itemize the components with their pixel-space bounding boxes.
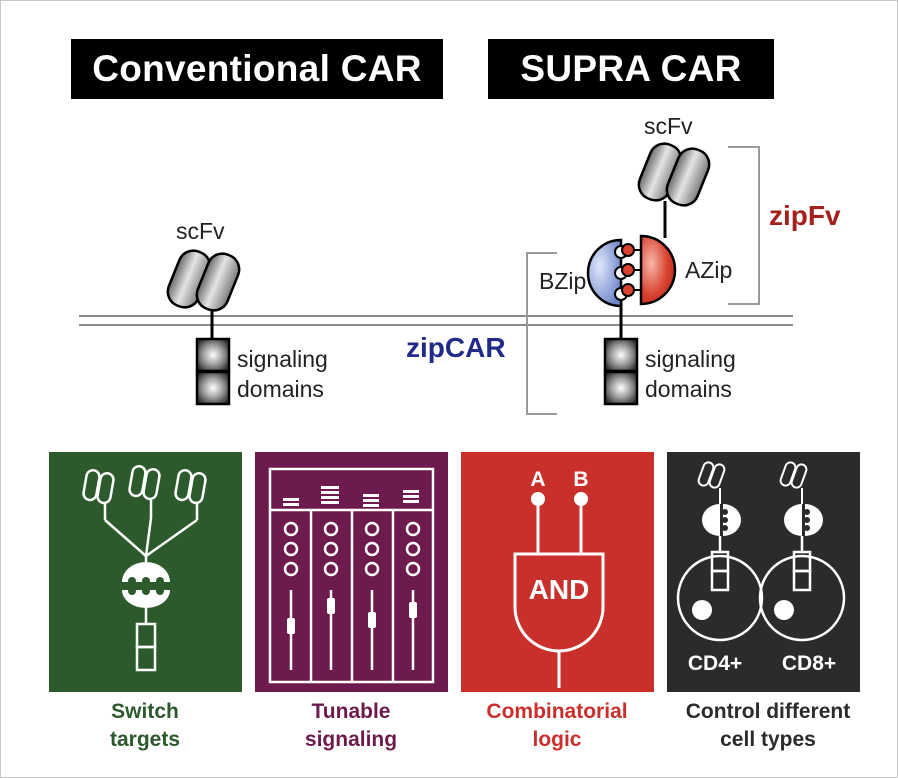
supra-signaling-domain-1 — [603, 337, 639, 373]
switch-targets-icon — [82, 464, 207, 564]
supra-scfv-label: scFv — [644, 113, 693, 139]
mixer-icon — [268, 467, 435, 684]
supra-scfv-domain — [637, 142, 711, 207]
conv-signaling-label: signaling — [237, 346, 328, 372]
conv-scfv-label: scFv — [176, 218, 225, 244]
cd4-cell-icon — [676, 461, 764, 642]
azip-label: AZip — [685, 257, 732, 283]
conv-scfv-domain — [166, 249, 241, 312]
and-gate-icon — [513, 492, 605, 688]
zipcar-bracket — [526, 252, 557, 415]
zipcar-label: zipCAR — [406, 332, 506, 363]
logic-input-a: A — [530, 468, 545, 491]
supra-car-title: SUPRA CAR — [488, 39, 774, 99]
tunable-signaling-panel — [255, 452, 448, 692]
cd4-label: CD4+ — [688, 652, 742, 675]
logic-gate-label: AND — [529, 574, 590, 605]
supra-car: scFv AZip BZip signaling domains zipFv z… — [406, 113, 841, 415]
conv-signaling-domain-1 — [195, 337, 231, 373]
car-diagram: scFv signaling domains — [79, 113, 841, 415]
azip-domain — [621, 201, 677, 306]
conv-signaling-domain-2 — [195, 370, 231, 406]
cd8-cell-icon — [758, 461, 846, 642]
bzip-label: BZip — [539, 268, 586, 294]
cell-types-panel: CD4+ CD8+ — [667, 452, 860, 692]
cd8-label: CD8+ — [782, 652, 836, 675]
supra-signaling-domain-2 — [603, 370, 639, 406]
conventional-car-title: Conventional CAR — [71, 39, 443, 99]
zipfv-label: zipFv — [769, 200, 841, 231]
conv-domains-label: domains — [237, 376, 324, 402]
zipfv-bracket — [728, 146, 760, 305]
logic-input-b: B — [573, 468, 588, 491]
combinatorial-logic-panel: A B AND — [461, 452, 654, 692]
cell-membrane — [79, 315, 793, 326]
switch-targets-panel — [49, 452, 242, 692]
supra-signaling-label: signaling — [645, 346, 736, 372]
conventional-car: scFv signaling domains — [166, 218, 328, 406]
supra-domains-label: domains — [645, 376, 732, 402]
